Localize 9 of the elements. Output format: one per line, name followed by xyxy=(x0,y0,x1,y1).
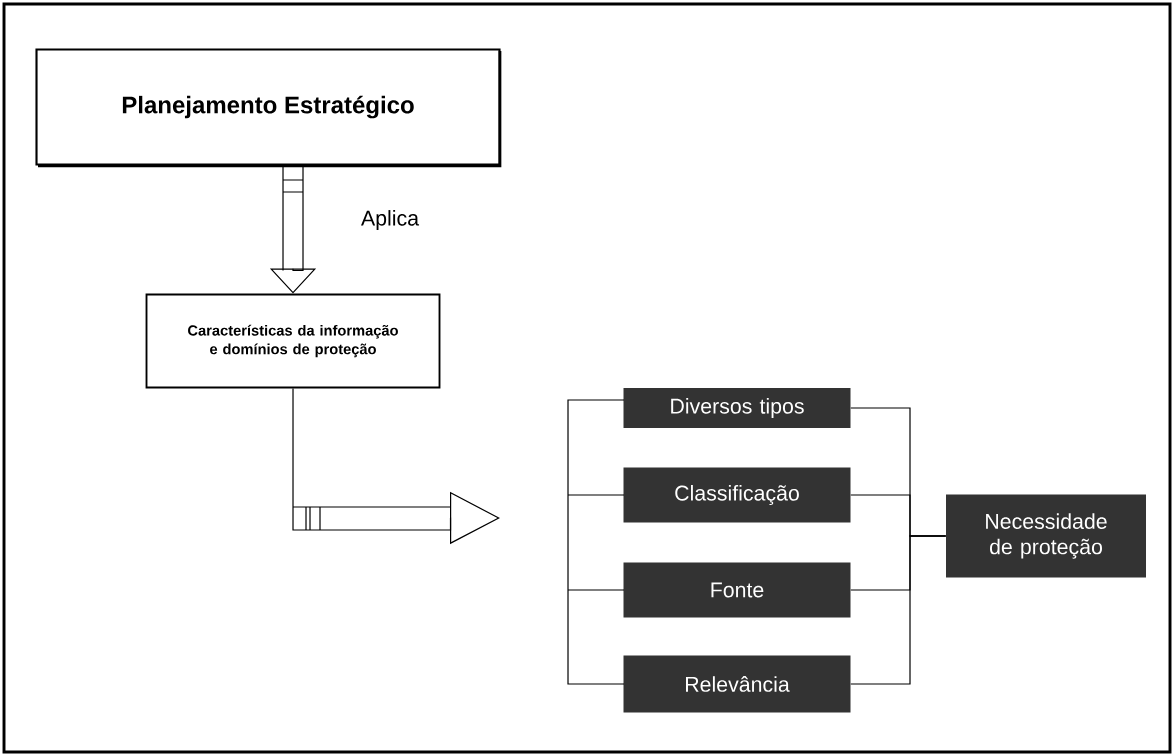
category-box: Relevância xyxy=(623,655,851,713)
category-box: Classificação xyxy=(623,467,851,523)
edge-label: Aplica xyxy=(361,210,420,230)
category-box: Diversos tipos xyxy=(623,388,851,428)
process-box: Características da informação e domínios de proteção xyxy=(145,293,441,389)
connector xyxy=(850,535,947,685)
title-box: Planejamento Estratégico xyxy=(35,48,501,166)
category-box: Necessidade de proteção xyxy=(946,494,1146,578)
category-box: Fonte xyxy=(623,562,851,618)
